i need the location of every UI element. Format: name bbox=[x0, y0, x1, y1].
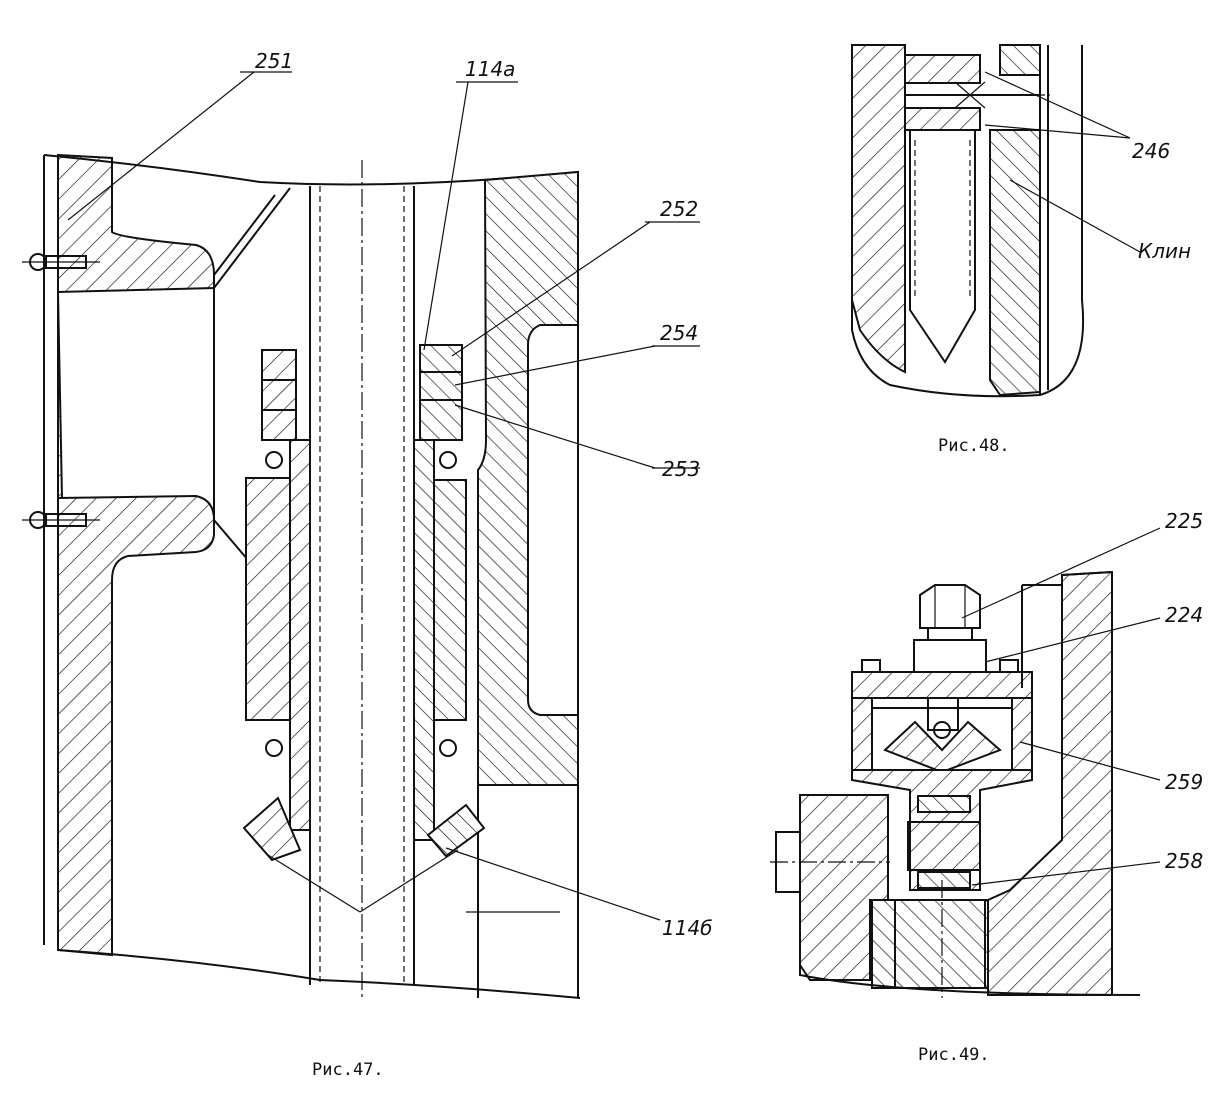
figure-48: 246 Клин Рис.48. bbox=[851, 44, 1191, 456]
fig47-shaft bbox=[309, 160, 415, 1000]
label-224: 224 bbox=[1165, 603, 1203, 627]
screw-upper bbox=[22, 253, 100, 271]
caption-fig48: Рис.48. bbox=[938, 436, 1010, 456]
label-251: 251 bbox=[255, 49, 293, 73]
screw-lower bbox=[22, 511, 100, 529]
figure-47: 251 114а 252 254 253 114б Рис.47. bbox=[22, 49, 713, 1080]
label-259: 259 bbox=[1165, 770, 1203, 794]
label-252: 252 bbox=[660, 197, 698, 221]
label-klin: Клин bbox=[1138, 239, 1191, 263]
fig47-right-assembly bbox=[413, 344, 486, 858]
caption-fig49: Рис.49. bbox=[918, 1045, 990, 1065]
label-253: 253 bbox=[662, 457, 700, 481]
label-254: 254 bbox=[660, 321, 698, 345]
caption-fig47: Рис.47. bbox=[312, 1060, 384, 1080]
label-246: 246 bbox=[1132, 139, 1170, 163]
fig47-leaders bbox=[67, 71, 700, 921]
fig47-left-wall bbox=[22, 153, 291, 957]
figure-49: 225 224 259 258 Рис.49. bbox=[770, 509, 1203, 1065]
fig47-right-wall bbox=[466, 170, 579, 998]
label-114b: 114б bbox=[662, 916, 713, 940]
label-258: 258 bbox=[1165, 849, 1203, 873]
label-114a: 114а bbox=[465, 57, 515, 81]
label-225: 225 bbox=[1165, 509, 1203, 533]
fig47-left-assembly bbox=[242, 349, 311, 862]
